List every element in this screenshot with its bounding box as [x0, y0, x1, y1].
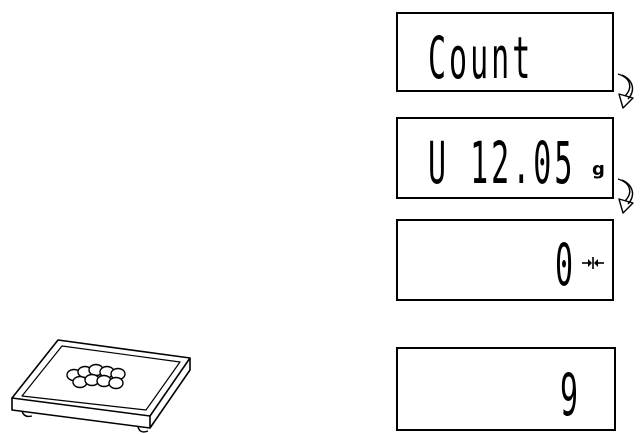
- count-result-value: 9: [560, 363, 578, 430]
- zero-value: 0: [555, 233, 573, 300]
- curved-arrow-down-icon: [615, 72, 639, 114]
- weighing-scale-icon: [0, 330, 200, 434]
- lcd-display-mode: Count: [396, 12, 614, 92]
- lcd-display-zero: 0: [396, 219, 614, 301]
- lcd-display-unit-weight: U 12.05 g: [396, 117, 614, 199]
- lcd-display-count-result: 9: [396, 347, 616, 431]
- unit-weight-value: U 12.05: [428, 131, 575, 198]
- curved-arrow-down-icon: [615, 177, 639, 219]
- mode-label: Count: [428, 26, 533, 93]
- unit-label: g: [592, 159, 605, 180]
- stability-mark-icon: [582, 254, 604, 272]
